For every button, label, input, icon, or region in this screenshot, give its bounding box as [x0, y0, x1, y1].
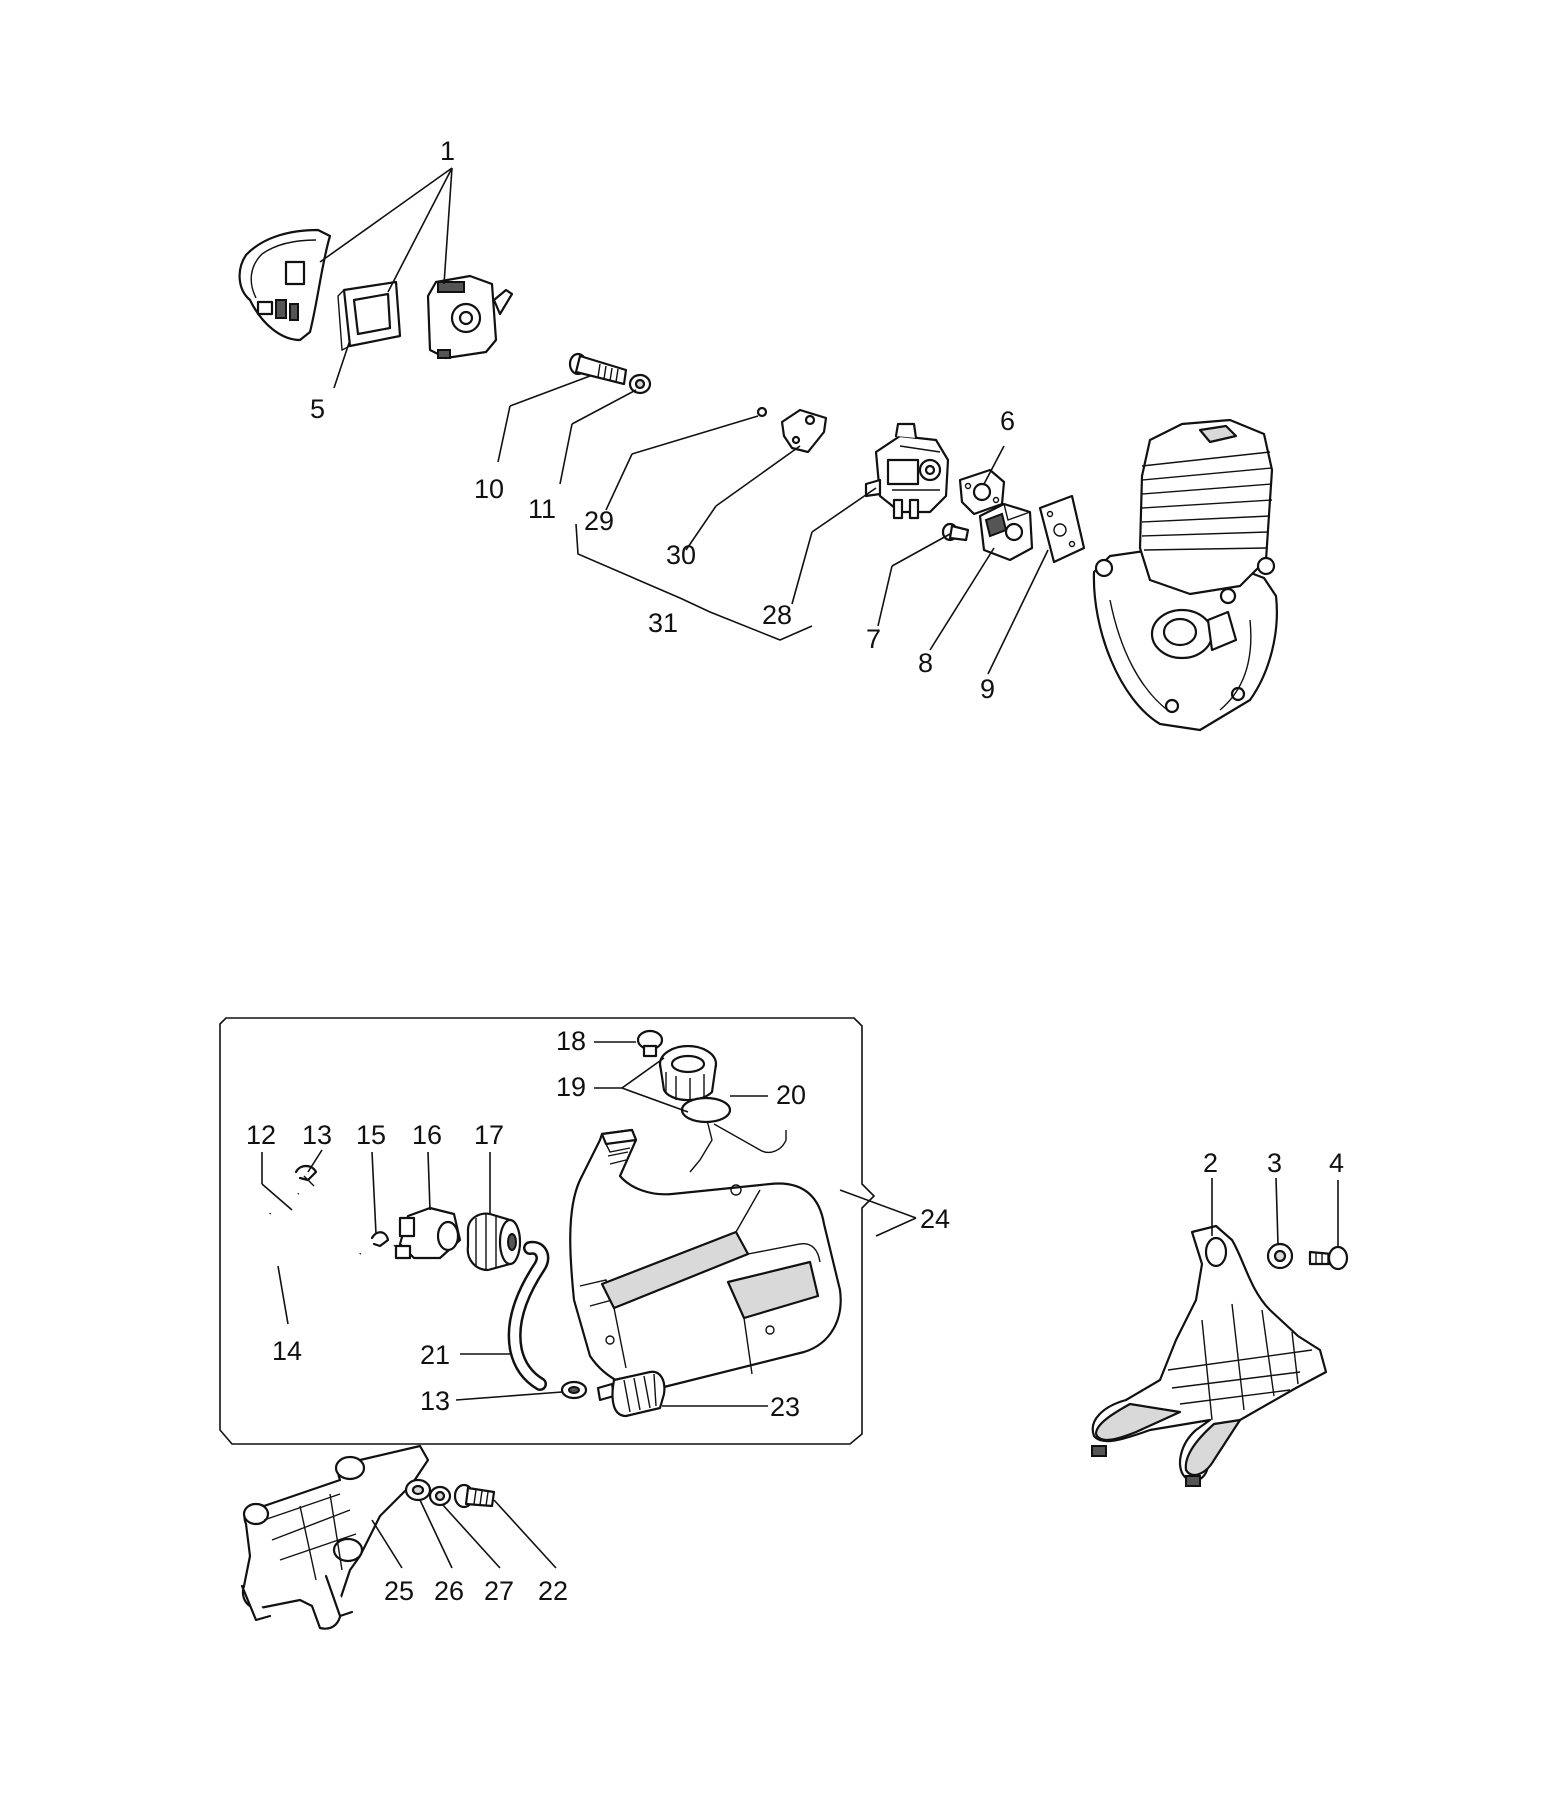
- engine-cylinder-icon: [1092, 418, 1278, 732]
- callout-29: 29: [584, 506, 614, 536]
- callout-15: 15: [356, 1120, 386, 1150]
- fuel-tank-icon: [569, 1128, 842, 1391]
- leader-lines-bracket-left: [371, 1499, 557, 1569]
- return-hose-icon: [507, 1240, 550, 1391]
- hose-clip-icon: [370, 1231, 390, 1248]
- leader-lines-fuel: [261, 1041, 917, 1407]
- callout-8: 8: [918, 648, 933, 678]
- callout-4: 4: [1329, 1148, 1344, 1178]
- fuel-hose-icon: [264, 1191, 396, 1280]
- callout-13-upper: 13: [302, 1120, 332, 1150]
- callout-13-lower: 13: [420, 1386, 450, 1416]
- callout-23: 23: [770, 1392, 800, 1422]
- callout-21: 21: [420, 1340, 450, 1370]
- handle-bracket-icon: [1091, 1224, 1328, 1487]
- callout-6: 6: [1000, 406, 1015, 436]
- fuel-strainer-icon: [596, 1370, 666, 1418]
- callout-2: 2: [1203, 1148, 1218, 1178]
- callout-24: 24: [920, 1204, 950, 1234]
- callout-22: 22: [538, 1576, 568, 1606]
- callout-11: 11: [528, 494, 556, 524]
- callout-12: 12: [246, 1120, 276, 1150]
- washer-icon: [1266, 1242, 1294, 1270]
- insulator-icon: [978, 502, 1034, 562]
- plate-icon: [780, 408, 828, 454]
- air-filter-base-icon: [426, 274, 514, 360]
- screw-icon: [941, 522, 970, 542]
- callout-19: 19: [556, 1072, 586, 1102]
- callout-20: 20: [776, 1080, 806, 1110]
- callout-9: 9: [980, 674, 995, 704]
- leader-lines-top: [319, 167, 1049, 675]
- bolt-icon: [453, 1483, 496, 1509]
- callout-26: 26: [434, 1576, 464, 1606]
- washer-icon: [628, 373, 652, 395]
- air-filter-cover-icon: [238, 228, 332, 342]
- callout-25: 25: [384, 1576, 414, 1606]
- callout-27: 27: [484, 1576, 514, 1606]
- tank-bracket-icon: [240, 1444, 430, 1630]
- callout-28: 28: [762, 600, 792, 630]
- callout-10: 10: [474, 474, 504, 504]
- primer-bulb-icon: [394, 1206, 462, 1260]
- callout-7: 7: [866, 624, 881, 654]
- callout-1: 1: [440, 136, 455, 166]
- hose-clip-icon: [560, 1380, 588, 1400]
- fuel-cap-icon: [658, 1044, 718, 1102]
- hose-clip-icon: [294, 1164, 318, 1187]
- gasket-icon: [1038, 494, 1086, 564]
- ball-icon: [756, 406, 768, 418]
- callout-18: 18: [556, 1026, 586, 1056]
- fuel-pickup-line-icon: [689, 1107, 787, 1173]
- callout-16: 16: [412, 1120, 442, 1150]
- callout-14: 14: [272, 1336, 302, 1366]
- fuel-filter-icon: [466, 1212, 522, 1272]
- washer-icon: [428, 1485, 452, 1507]
- callout-31: 31: [648, 608, 678, 638]
- bolt-icon: [1308, 1245, 1349, 1271]
- vent-valve-icon: [636, 1029, 664, 1058]
- callout-5: 5: [310, 394, 325, 424]
- air-filter-icon: [337, 280, 402, 352]
- carburetor-icon: [864, 422, 950, 520]
- callout-17: 17: [474, 1120, 504, 1150]
- fuel-system-frame: [219, 1017, 876, 1445]
- bolt-icon: [568, 352, 628, 386]
- o-ring-icon: [680, 1096, 732, 1124]
- leader-lines-bracket-right: [1211, 1177, 1339, 1246]
- callout-30: 30: [666, 540, 696, 570]
- callout-3: 3: [1267, 1148, 1282, 1178]
- washer-icon: [404, 1478, 432, 1502]
